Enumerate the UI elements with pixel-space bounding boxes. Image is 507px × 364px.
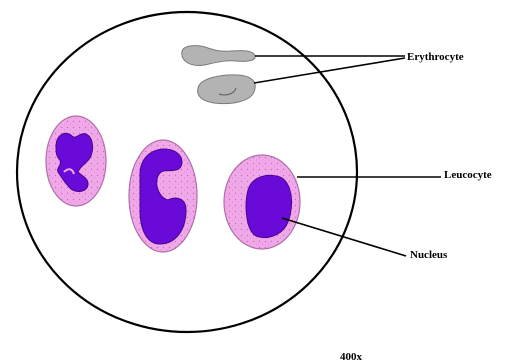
erythrocyte-cell-elongated [182, 46, 255, 66]
erythrocyte-cell-oval [198, 75, 256, 104]
erythrocyte-label: Erythrocyte [407, 51, 464, 63]
nucleus-round [246, 175, 292, 237]
magnification-label: 400x [340, 351, 363, 363]
leucocyte-cell-horseshoe [129, 140, 197, 252]
leucocyte-cell-round-nucleus [224, 155, 300, 249]
nucleus-leader-line [282, 218, 406, 256]
nucleus-label: Nucleus [410, 249, 448, 261]
leucocyte-label: Leucocyte [444, 169, 492, 181]
erythrocyte-leader-line-lower [254, 58, 405, 83]
leucocyte-cell-multilobed [46, 116, 106, 206]
erythrocyte-group [182, 46, 255, 104]
